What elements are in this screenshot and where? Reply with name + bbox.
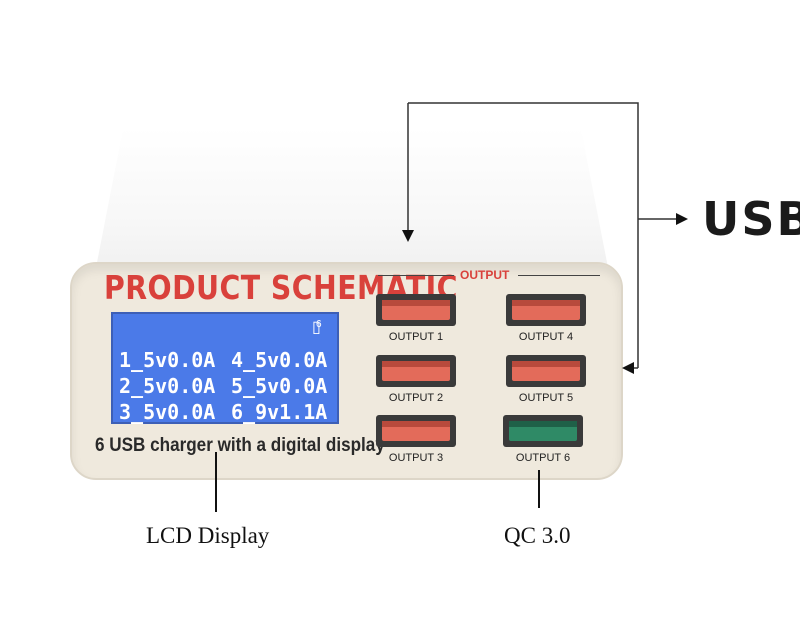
- battery-icon: ▯6: [312, 319, 322, 336]
- lcd-display: ▯6 1_5v0.0A 4_5v0.0A 2_5v0.0A 5_5v0.0A 3…: [111, 312, 339, 424]
- usb-port-5: [506, 355, 586, 387]
- usb-port-3: [376, 415, 456, 447]
- battery-indicator: 6: [316, 319, 322, 330]
- charger-top: [92, 128, 612, 288]
- lcd-reading-4: 4_5v0.0A: [231, 348, 328, 372]
- qc-callout: QC 3.0: [504, 523, 571, 548]
- lcd-row: 3_5v0.0A 6_9v1.1A: [119, 400, 343, 424]
- usb-callout: USB: [702, 192, 800, 246]
- usb-port-1: [376, 294, 456, 326]
- port-label: OUTPUT 2: [388, 392, 444, 404]
- output-header: OUTPUT: [378, 268, 600, 282]
- lcd-reading-6: 6_9v1.1A: [231, 400, 328, 424]
- port-label: OUTPUT 4: [518, 331, 574, 343]
- lcd-row: 2_5v0.0A 5_5v0.0A: [119, 374, 343, 398]
- divider: [378, 275, 454, 276]
- port-label: OUTPUT 6: [515, 452, 571, 464]
- port-label: OUTPUT 5: [518, 392, 574, 404]
- lcd-reading-2: 2_5v0.0A: [119, 374, 216, 398]
- schematic-subtitle: 6 USB charger with a digital display: [95, 435, 385, 456]
- output-header-label: OUTPUT: [460, 268, 510, 282]
- lcd-callout: LCD Display: [146, 523, 270, 548]
- usb-port-4: [506, 294, 586, 326]
- lcd-reading-3: 3_5v0.0A: [119, 400, 216, 424]
- lcd-reading-1: 1_5v0.0A: [119, 348, 216, 372]
- lcd-reading-5: 5_5v0.0A: [231, 374, 328, 398]
- bracket-line: [408, 102, 639, 368]
- usb-port-6-qc: [503, 415, 583, 447]
- port-label: OUTPUT 1: [388, 331, 444, 343]
- port-label: OUTPUT 3: [388, 452, 444, 464]
- divider: [518, 275, 600, 276]
- lcd-row: 1_5v0.0A 4_5v0.0A: [119, 348, 343, 372]
- usb-port-2: [376, 355, 456, 387]
